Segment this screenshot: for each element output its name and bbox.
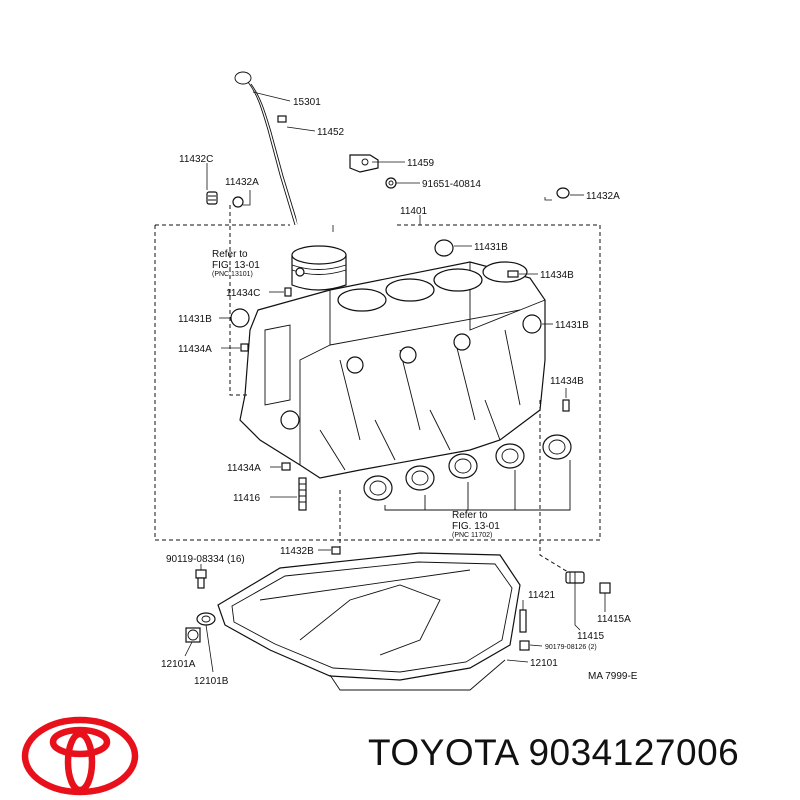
callout-15301: 15301 [293, 97, 321, 108]
parts-diagram: 15301 11452 11432C 11459 11432A 91651-40… [154, 71, 638, 691]
callout-11432a-right: 11432A [586, 191, 620, 202]
dipstick-guide [277, 115, 302, 231]
core-plug-11431b-right [522, 314, 542, 334]
bolt-90179 [519, 640, 530, 651]
stud-11416 [298, 477, 307, 511]
callout-11434a-low: 11434A [227, 463, 261, 474]
callout-11401: 11401 [400, 206, 428, 217]
ref-top-line2: FIG. 13-01 [212, 260, 260, 271]
callout-11434a-left: 11434A [178, 344, 212, 355]
ref-bottom-line2: FIG. 13-01 [452, 521, 500, 532]
callout-90119-08334: 90119-08334 (16) [166, 554, 245, 565]
callout-11432a-left: 11432A [225, 177, 259, 188]
callout-11459: 11459 [407, 158, 435, 169]
reference-note-top: Refer to FIG. 13-01 (PNC 13101) [212, 249, 260, 278]
piston [291, 245, 347, 291]
bolt-91651 [385, 177, 397, 189]
main-bearings [363, 434, 572, 511]
callout-11432c: 11432C [179, 154, 213, 165]
toyota-logo [21, 716, 139, 796]
ref-bottom-line3: (PNC 11702) [452, 532, 492, 539]
bolt-90119 [195, 569, 207, 589]
callout-11432b: 11432B [280, 546, 314, 557]
callout-12101a: 12101A [161, 659, 196, 670]
bracket [349, 154, 379, 173]
union-11415 [565, 571, 585, 584]
ref-top-line3: (PNC 13101) [212, 271, 253, 278]
core-plug-11431b-left [230, 308, 250, 328]
drain-gasket [196, 612, 216, 626]
callout-11434b-right: 11434B [550, 376, 584, 387]
assembly-boundary [154, 224, 601, 541]
oil-dipstick [234, 71, 299, 226]
brand-part-number: TOYOTA 9034127006 [368, 732, 740, 773]
oil-pan [217, 552, 521, 691]
callout-11452: 11452 [317, 127, 345, 138]
callout-90179-08126: 90179-08126 (2) [545, 644, 597, 651]
plug-11432a-right [556, 187, 570, 199]
drain-plug [185, 627, 201, 643]
pin-11434b-right [562, 399, 570, 412]
callout-11434c: 11434C [226, 288, 260, 299]
pin-11434c [284, 287, 292, 297]
callout-12101: 12101 [530, 658, 558, 669]
callout-11416: 11416 [233, 493, 261, 504]
callout-91651-40814: 91651-40814 [422, 179, 481, 190]
core-plug-11431b-top [434, 239, 454, 257]
pin-11434b-top [507, 270, 519, 278]
callout-11431b-top: 11431B [474, 242, 508, 253]
leader-lines [184, 91, 606, 673]
ref-bottom-line1: Refer to [452, 510, 488, 521]
callout-11431b-right: 11431B [555, 320, 589, 331]
plug-11432a-left [232, 196, 244, 208]
callout-11415: 11415 [577, 631, 605, 642]
callout-11415a: 11415A [597, 614, 631, 625]
stud-11421 [519, 609, 527, 633]
drawing-code: MA 7999-E [588, 671, 638, 682]
plug-11432c [206, 191, 218, 205]
callout-11434b-top: 11434B [540, 270, 574, 281]
callout-labels: 15301 11452 11432C 11459 11432A 91651-40… [161, 97, 631, 687]
ref-top-line1: Refer to [212, 249, 248, 260]
pin-11434a-low [281, 462, 291, 471]
callout-11421: 11421 [528, 590, 556, 601]
reference-note-bottom: Refer to FIG. 13-01 (PNC 11702) [452, 510, 500, 539]
plug-11432b [331, 546, 341, 555]
plug-11415a [599, 582, 611, 594]
callout-11431b-left: 11431B [178, 314, 212, 325]
pin-11434a-left [240, 343, 249, 352]
callout-12101b: 12101B [194, 676, 229, 687]
